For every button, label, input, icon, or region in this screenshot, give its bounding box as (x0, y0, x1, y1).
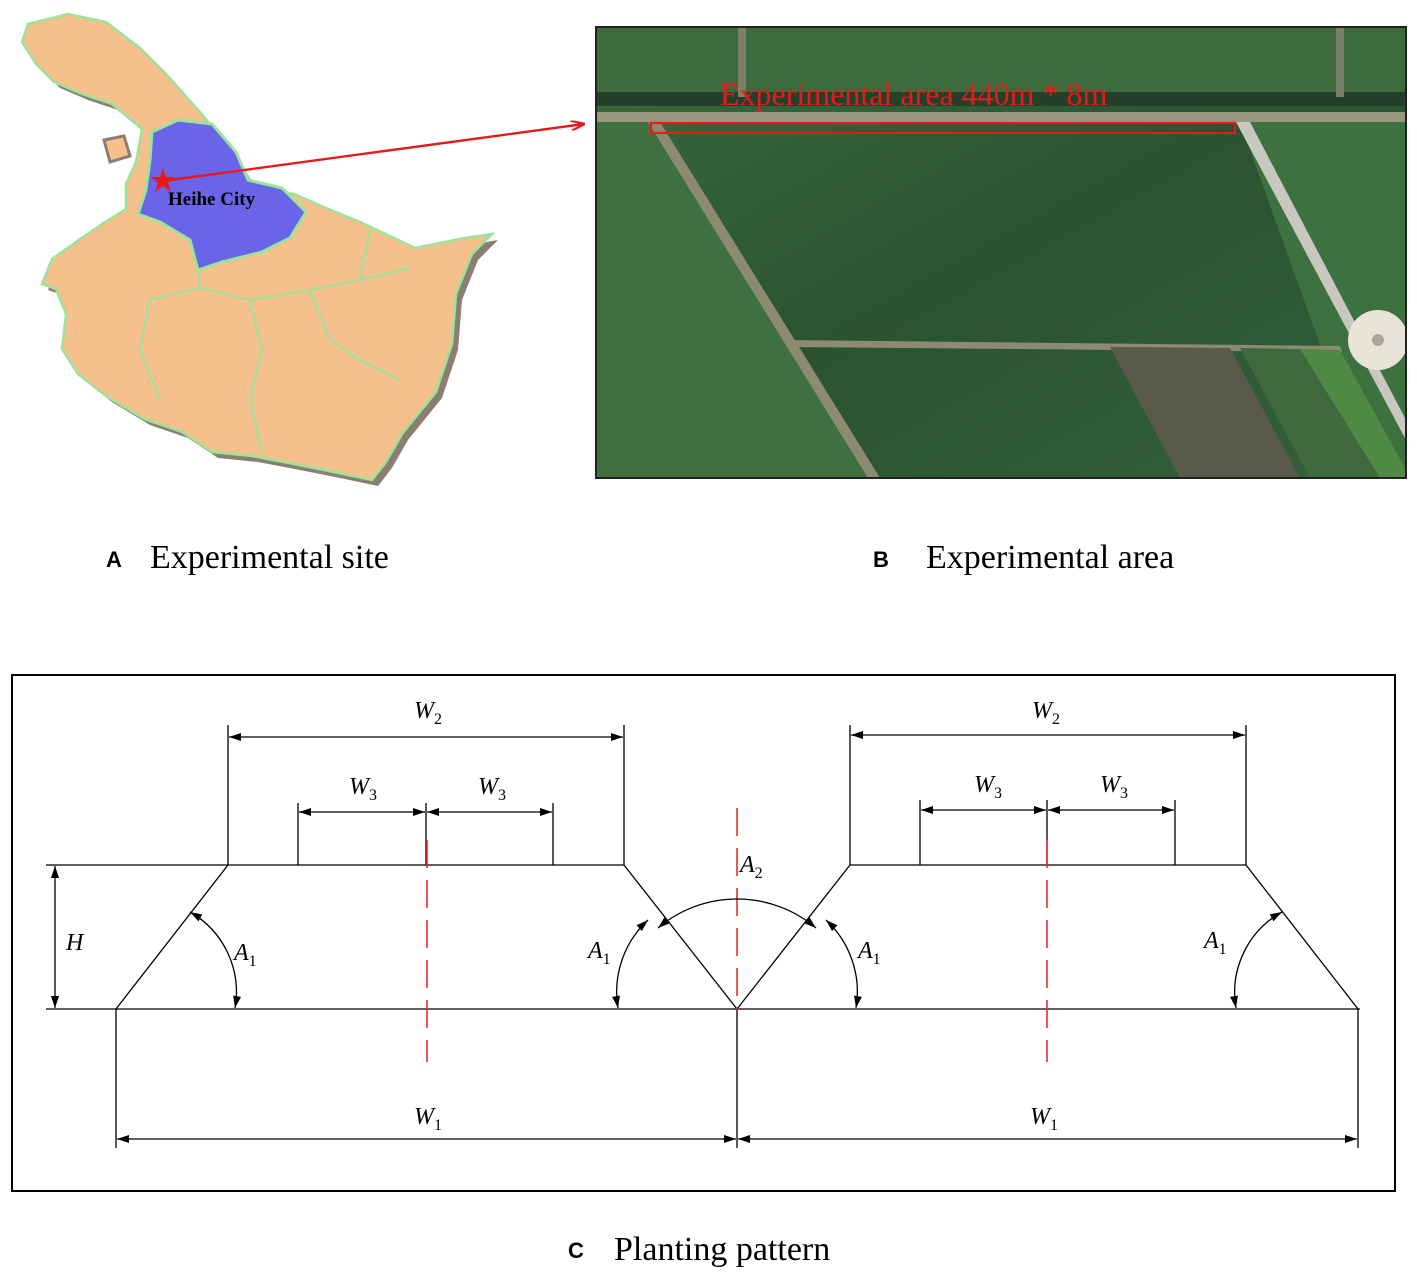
caption-a-letter: A (106, 547, 122, 572)
label-w3-right-b: W3 (1100, 772, 1128, 802)
svg-text:A1: A1 (232, 940, 257, 970)
svg-text:W3: W3 (349, 774, 377, 804)
label-w3-left-b: W3 (478, 774, 506, 804)
label-a1-3: A1 (856, 938, 881, 968)
heihe-city-region (136, 118, 308, 272)
planting-pattern-diagram: H W2 W2 W3 W3 W3 W3 W1 W1 A1 A1 (11, 674, 1396, 1192)
experimental-area-box (649, 121, 1237, 135)
svg-text:W3: W3 (1100, 772, 1128, 802)
heihe-city-label: Heihe City (168, 189, 256, 210)
svg-text:W1: W1 (1030, 1104, 1058, 1134)
province-map: Heihe City (20, 12, 498, 486)
label-a1-2: A1 (586, 938, 611, 968)
caption-c-text: Planting pattern (614, 1231, 830, 1268)
svg-text:A2: A2 (738, 852, 763, 882)
label-a2: A2 (738, 852, 763, 882)
label-h: H (65, 930, 85, 956)
angle-a1-arc-3 (825, 919, 862, 1009)
caption-a-text: Experimental site (150, 539, 389, 576)
svg-text:W2: W2 (414, 698, 442, 728)
label-w3-right-a: W3 (974, 772, 1002, 802)
label-w2-right: W2 (1032, 698, 1060, 728)
svg-text:W3: W3 (478, 774, 506, 804)
caption-b-letter: B (873, 547, 889, 572)
experimental-area-label: Experimental area 440m * 8m (720, 76, 1108, 112)
aerial-photo: Experimental area 440m * 8m (595, 26, 1407, 479)
caption-b-text: Experimental area (926, 539, 1174, 576)
svg-text:A1: A1 (586, 938, 611, 968)
angle-a1-arc-4 (1230, 911, 1283, 1009)
diagram-frame (11, 674, 1396, 1192)
svg-text:A1: A1 (856, 938, 881, 968)
aerial-photo-frame (595, 26, 1407, 479)
label-w1-left: W1 (414, 1104, 442, 1134)
label-w2-left: W2 (414, 698, 442, 728)
prefecture-borders (138, 229, 411, 453)
svg-text:W2: W2 (1032, 698, 1060, 728)
location-pointer-arrow (162, 124, 584, 183)
angle-a1-arc-1 (189, 911, 242, 1009)
label-w1-right: W1 (1030, 1104, 1058, 1134)
label-w3-left-a: W3 (349, 774, 377, 804)
angle-a1-arc-2 (612, 919, 649, 1009)
label-a1-4: A1 (1202, 928, 1227, 958)
label-a1-1: A1 (232, 940, 257, 970)
angle-a2-arc (657, 898, 817, 929)
svg-text:W3: W3 (974, 772, 1002, 802)
ridge-right (736, 864, 1359, 1010)
svg-text:W1: W1 (414, 1104, 442, 1134)
svg-text:A1: A1 (1202, 928, 1227, 958)
caption-c-letter: C (568, 1238, 584, 1263)
svg-text:H: H (65, 930, 85, 956)
province-island (102, 134, 132, 164)
